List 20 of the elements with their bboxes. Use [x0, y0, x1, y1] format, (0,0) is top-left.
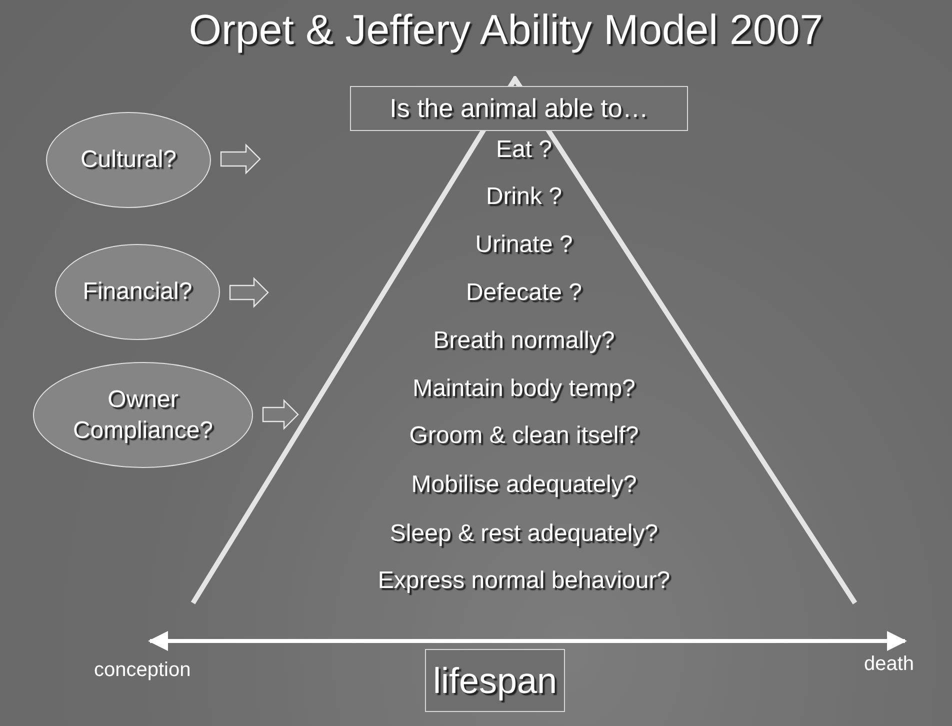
ellipse-node: Financial?: [55, 244, 220, 340]
block-arrow: [262, 399, 299, 430]
question-text: Urinate ?: [475, 231, 573, 258]
question-text: Breath normally?: [433, 327, 615, 354]
question-text: Express normal behaviour?: [378, 567, 670, 594]
question-text: Defecate ?: [466, 279, 582, 306]
question-text: Sleep & rest adequately?: [390, 520, 658, 547]
ellipse-node: Owner Compliance?: [33, 362, 253, 468]
block-arrow: [229, 277, 269, 308]
text-box: lifespan: [425, 649, 565, 712]
question-text: Groom & clean itself?: [409, 422, 639, 449]
question-text: Mobilise adequately?: [411, 471, 637, 498]
ellipse-node: Cultural?: [46, 112, 211, 208]
question-text: Eat ?: [496, 136, 552, 163]
block-arrow: [220, 144, 261, 174]
question-text: Maintain body temp?: [412, 375, 636, 402]
question-text: Drink ?: [486, 183, 562, 210]
timeline-label: conception: [94, 659, 191, 682]
timeline-label: death: [864, 653, 914, 676]
title: Orpet & Jeffery Ability Model 2007: [188, 6, 824, 54]
